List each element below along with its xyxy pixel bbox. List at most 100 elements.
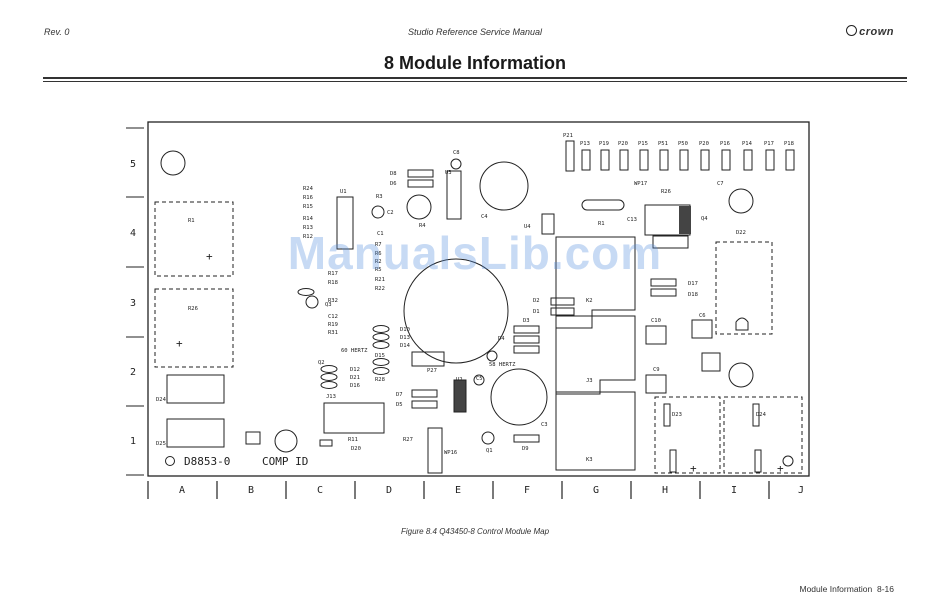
svg-text:R31: R31 [328, 330, 338, 336]
mounting-hole-j1 [782, 455, 794, 467]
svg-text:R16: R16 [303, 195, 313, 201]
c13-block [652, 235, 689, 249]
brand-logo: crown [846, 25, 894, 38]
svg-text:J13: J13 [326, 394, 336, 400]
svg-text:C8: C8 [453, 150, 460, 156]
c4-capacitor [479, 161, 529, 211]
d4-diode [513, 335, 540, 344]
title-rule-thin [43, 81, 907, 82]
svg-text:D16: D16 [350, 383, 360, 389]
svg-text:C7: C7 [717, 181, 724, 187]
d20-small [319, 439, 333, 447]
p21-connector [565, 140, 575, 172]
d2-diode [550, 297, 575, 306]
svg-text:R26: R26 [661, 189, 671, 195]
mounting-hole-a5 [160, 150, 186, 176]
d22-plus-mark: + [690, 462, 697, 475]
c5-capacitor [473, 374, 485, 386]
c8-capacitor [450, 158, 462, 170]
watermark: ManualsLib.com [287, 227, 663, 279]
component-labels: C8 C2 C1 C4 C5 C3 C13 C10 C9 C6 Q3 Q2 Q1… [318, 150, 767, 463]
d13-diode [372, 333, 390, 341]
col-label-f: F [524, 485, 530, 496]
d25-outline [154, 288, 234, 368]
header-labels: P21 P13 P19 P20 P15 P51 P50 P20 P16 P14 … [563, 133, 794, 147]
board-id-dot [165, 456, 175, 466]
row-label-4: 4 [130, 228, 136, 239]
d19-diode [297, 288, 315, 296]
d23-pin [752, 403, 760, 427]
d22-pin-b [669, 449, 677, 473]
svg-text:P21: P21 [563, 133, 573, 139]
board-outline [147, 121, 810, 477]
svg-text:D5: D5 [396, 402, 403, 408]
d6-diode [407, 179, 434, 188]
svg-text:P50: P50 [678, 141, 688, 147]
svg-text:K2: K2 [586, 298, 593, 304]
svg-text:D15: D15 [375, 353, 385, 359]
d17-diode-b [513, 345, 540, 354]
svg-text:D22: D22 [736, 230, 746, 236]
svg-text:D4: D4 [498, 336, 505, 342]
svg-text:C10: C10 [651, 318, 661, 324]
svg-text:Q3: Q3 [325, 302, 332, 308]
svg-text:R32: R32 [328, 298, 338, 304]
row-label-2: 2 [130, 367, 136, 378]
row-label-5: 5 [130, 159, 136, 170]
svg-text:P17: P17 [764, 141, 774, 147]
svg-text:R18: R18 [328, 280, 338, 286]
d3-diode [513, 325, 540, 334]
svg-text:D6: D6 [390, 181, 397, 187]
svg-text:D3: D3 [523, 318, 530, 324]
footer-page: 8-16 [876, 584, 894, 594]
d23-pin-b [754, 449, 762, 473]
u4-ic [541, 213, 555, 235]
svg-text:D20: D20 [351, 446, 361, 452]
svg-text:D18: D18 [688, 292, 698, 298]
u1-ic [336, 196, 354, 250]
svg-text:C3: C3 [541, 422, 548, 428]
row-label-1: 1 [130, 436, 136, 447]
svg-text:P14: P14 [742, 141, 753, 147]
j13-connector [715, 241, 773, 335]
row-axis [126, 127, 144, 476]
svg-text:D17: D17 [688, 281, 698, 287]
u2-ic [453, 379, 467, 413]
k2-relay [555, 391, 636, 471]
svg-text:D10: D10 [400, 327, 410, 333]
col-label-e: E [455, 485, 461, 496]
svg-text:P13: P13 [580, 141, 590, 147]
mid-resistor-labels: R3 R7 R6 R2 R5 R21 R22 [375, 194, 385, 292]
svg-text:C5: C5 [476, 376, 483, 382]
svg-text:D13: D13 [400, 335, 410, 341]
d9-diode [513, 434, 540, 443]
mounting-hole-i5 [728, 188, 754, 214]
q3-transistor [305, 295, 319, 309]
svg-text:P19: P19 [599, 141, 609, 147]
r4-trimpot [406, 194, 432, 220]
d23-outline [723, 396, 803, 474]
svg-text:D21: D21 [350, 375, 360, 381]
d24-plus-mark: + [206, 250, 213, 263]
c2-capacitor [371, 205, 385, 219]
label-j4: D25 [156, 441, 166, 447]
d8-diode [407, 169, 434, 178]
svg-text:J3: J3 [586, 378, 593, 384]
label-j3: D24 [156, 397, 167, 403]
svg-text:R11: R11 [348, 437, 358, 443]
label-u1: U1 [340, 189, 347, 195]
svg-text:R28: R28 [375, 377, 385, 383]
c9-capacitor [645, 374, 667, 394]
title-rule-thick [43, 77, 907, 79]
q4-transistor [679, 206, 691, 234]
d22-outline [654, 396, 721, 474]
brand-text: crown [859, 26, 894, 38]
d23-plus-mark: + [777, 462, 784, 475]
c3-capacitor [490, 368, 548, 426]
svg-text:D12: D12 [350, 367, 360, 373]
d17-diode [650, 278, 677, 287]
svg-text:WP16: WP16 [444, 450, 457, 456]
d25-plus-mark: + [176, 337, 183, 350]
svg-text:P18: P18 [784, 141, 794, 147]
